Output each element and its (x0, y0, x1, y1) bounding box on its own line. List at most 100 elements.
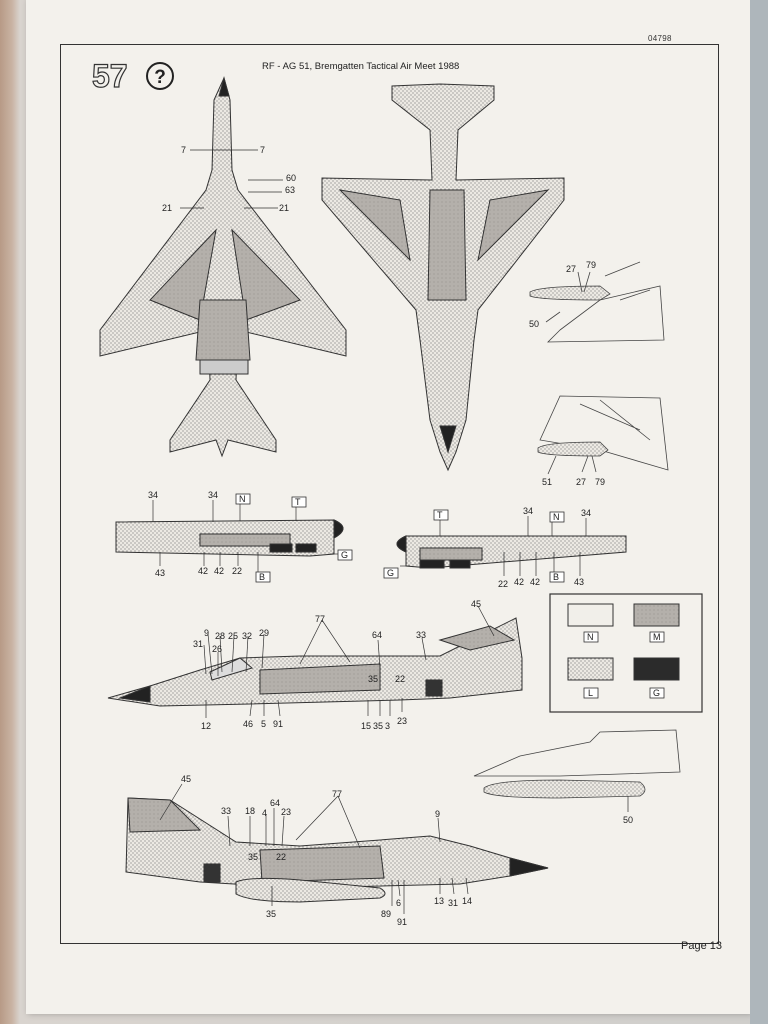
callout-label: 34 (208, 490, 218, 500)
callout-label: 26 (212, 644, 222, 654)
callout-label: 12 (201, 721, 211, 731)
callout-label: 33 (221, 806, 231, 816)
callout-label: 42 (214, 566, 224, 576)
callout-label: 50 (623, 815, 633, 825)
color-code-flag: B (553, 572, 559, 582)
step-title: RF - AG 51, Bremgatten Tactical Air Meet… (262, 61, 459, 72)
legend-code: M (653, 632, 661, 642)
swatch-l (567, 657, 614, 681)
callout-label: 63 (285, 185, 295, 195)
aircraft-top-view (99, 76, 347, 458)
callout-label: 7 (181, 145, 186, 155)
fuel-tank-left-callouts (152, 500, 340, 574)
callout-label: 31 (448, 898, 458, 908)
callout-label: 14 (462, 896, 472, 906)
callout-label: 51 (542, 477, 552, 487)
callout-label: 34 (523, 506, 533, 516)
flag-icon (433, 509, 449, 521)
callout-label: 34 (148, 490, 158, 500)
callout-label: 45 (471, 599, 481, 609)
callout-label: 42 (198, 566, 208, 576)
background-strip (750, 0, 768, 1024)
callout-label: 89 (381, 909, 391, 919)
callout-label: 77 (332, 789, 342, 799)
callout-label: 45 (181, 774, 191, 784)
flag-icon (549, 571, 565, 583)
callout-label: 21 (279, 203, 289, 213)
callout-label: 3 (385, 721, 390, 731)
callout-label: 15 (361, 721, 371, 731)
color-code-flag: N (553, 512, 560, 522)
callout-label: 22 (498, 579, 508, 589)
color-code-flag: T (295, 497, 301, 507)
callout-label: 28 (215, 631, 225, 641)
flag-icon (291, 496, 307, 508)
callout-label: 43 (574, 577, 584, 587)
pod-detail-drawing (473, 729, 681, 812)
aircraft-side-view-right (125, 797, 549, 903)
callout-label: 23 (281, 807, 291, 817)
callout-label: 6 (396, 898, 401, 908)
callout-label: 27 (576, 477, 586, 487)
callout-label: 35 (368, 674, 378, 684)
question-symbol: ? (154, 67, 166, 88)
callout-label: 35 (266, 909, 276, 919)
legend-code: G (653, 688, 660, 698)
document-code: 04798 (648, 34, 672, 43)
callout-label: 35 (248, 852, 258, 862)
color-code-flag: B (259, 572, 265, 582)
swatch-n (567, 603, 614, 627)
swatch-m (633, 603, 680, 627)
callout-label: 60 (286, 173, 296, 183)
callout-label: 22 (395, 674, 405, 684)
fuel-tank-right (396, 535, 627, 569)
callout-label: 77 (315, 614, 325, 624)
side-view-left-callouts (203, 605, 495, 718)
callout-label: 22 (232, 566, 242, 576)
callout-label: 31 (193, 639, 203, 649)
detail-drawing-upper (529, 261, 665, 343)
callout-label: 13 (434, 896, 444, 906)
flag-icon (337, 549, 353, 561)
color-code-flag: N (239, 494, 246, 504)
callout-label: 21 (162, 203, 172, 213)
callout-label: 9 (435, 809, 440, 819)
callout-label: 4 (262, 808, 267, 818)
step-number: 57 (92, 58, 128, 94)
top-view-callouts (180, 149, 283, 209)
color-legend (549, 593, 703, 713)
color-code-flag: G (341, 550, 348, 560)
flag-icon (549, 511, 565, 523)
callout-label: 32 (242, 631, 252, 641)
fuel-tank-left (115, 519, 344, 557)
callout-label: 64 (372, 630, 382, 640)
callout-label: 42 (514, 577, 524, 587)
callout-label: 34 (581, 508, 591, 518)
callout-label: 9 (204, 628, 209, 638)
diagram-frame (60, 44, 719, 944)
callout-label: 22 (276, 852, 286, 862)
callout-label: 42 (530, 577, 540, 587)
color-code-flag: T (437, 510, 443, 520)
flag-icon (383, 567, 399, 579)
callout-label: 79 (595, 477, 605, 487)
callout-label: 79 (586, 260, 596, 270)
callout-label: 27 (566, 264, 576, 274)
flag-icon (235, 493, 251, 505)
side-view-right-callouts (159, 783, 469, 914)
callout-label: 50 (529, 319, 539, 329)
callout-label: 91 (397, 917, 407, 927)
fuel-tank-right-callouts (400, 516, 587, 576)
callout-label: 25 (228, 631, 238, 641)
callout-label: 18 (245, 806, 255, 816)
callout-label: 7 (260, 145, 265, 155)
callout-label: 23 (397, 716, 407, 726)
callout-label: 64 (270, 798, 280, 808)
callout-label: 46 (243, 719, 253, 729)
callout-label: 5 (261, 719, 266, 729)
question-circle-icon (146, 62, 174, 90)
callout-label: 29 (259, 628, 269, 638)
aircraft-side-view-left (107, 617, 523, 707)
callout-label: 33 (416, 630, 426, 640)
